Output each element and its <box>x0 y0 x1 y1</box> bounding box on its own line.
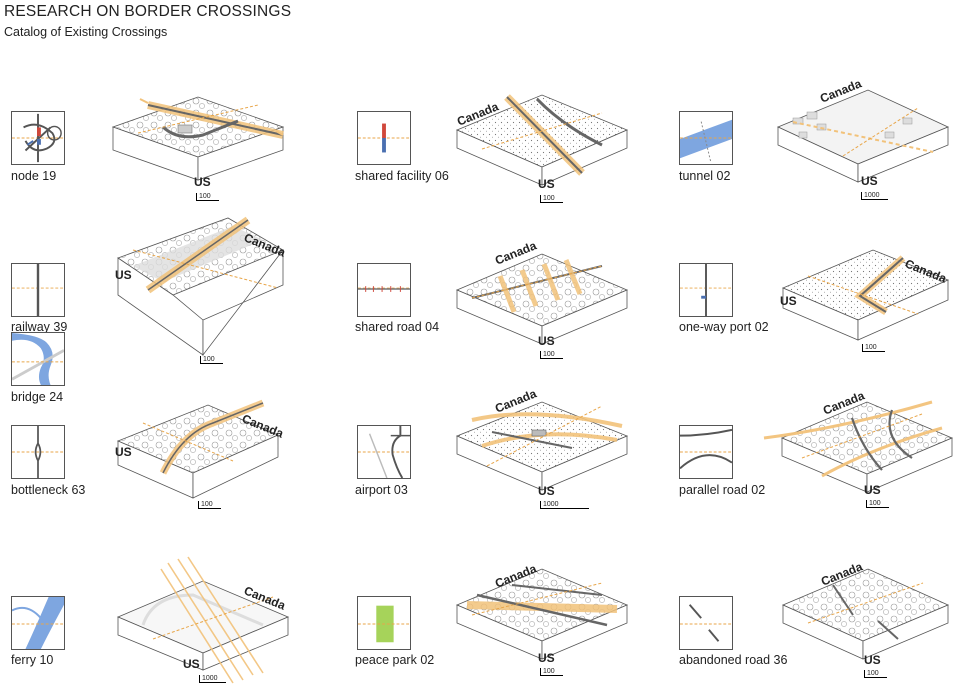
scale-bar: 100 <box>540 351 563 359</box>
us-label: US <box>538 177 555 191</box>
block-node-diagram <box>111 96 285 181</box>
scale-bar: 100 <box>540 668 563 676</box>
crossing-label-airport: airport 03 <box>355 483 408 497</box>
block-ferry-diagram <box>116 556 290 684</box>
scale-bar: 1000 <box>540 501 589 509</box>
shared-facility-icon <box>358 123 410 153</box>
block-peace-park: Canada US 100 <box>452 555 632 690</box>
scale-bar: 100 <box>866 500 889 508</box>
scale-bar: 1000 <box>861 192 888 200</box>
block-bottleneck-diagram <box>116 399 279 499</box>
us-label: US <box>864 653 881 667</box>
block-parallel-road: Canada US 100 <box>762 388 957 523</box>
railway-thumbnail <box>11 263 65 317</box>
block-one-way-port-diagram <box>781 249 950 341</box>
block-peace-park-diagram <box>455 568 629 660</box>
crossing-label-railway: railway 39 <box>11 320 68 334</box>
scale-bar: 100 <box>540 195 563 203</box>
crossing-label-parallel-road: parallel road 02 <box>679 483 766 497</box>
crossing-label-bridge: bridge 24 <box>11 390 64 404</box>
scale-bar: 100 <box>196 193 219 201</box>
node-icon <box>12 113 64 163</box>
crossing-label-shared-road: shared road 04 <box>355 320 440 334</box>
block-node: US 100 <box>108 85 288 220</box>
block-parallel-road-diagram <box>763 400 954 493</box>
scale-bar: 100 <box>200 356 223 364</box>
page-subtitle: Catalog of Existing Crossings <box>4 25 168 39</box>
shared-road-icon <box>358 286 410 292</box>
us-label: US <box>538 484 555 498</box>
block-bottleneck: Canada US 100 <box>113 393 288 523</box>
us-label: US <box>194 175 211 189</box>
airport-icon <box>358 426 410 478</box>
scale-bar: 100 <box>862 344 885 352</box>
us-label: US <box>538 651 555 665</box>
block-airport-diagram <box>455 401 629 491</box>
scale-bar: 100 <box>864 670 887 678</box>
us-label: US <box>864 483 881 497</box>
block-railway: Canada US 100 <box>113 210 293 375</box>
parallel-road-icon <box>680 428 732 470</box>
crossing-label-abandoned-road: abandoned road 36 <box>679 653 788 667</box>
block-ferry: Canada US 1000 <box>113 555 293 695</box>
us-label: US <box>115 445 132 459</box>
crossing-label-tunnel: tunnel 02 <box>679 169 731 183</box>
crossing-label-ferry: ferry 10 <box>11 653 54 667</box>
block-shared-road: Canada US 100 <box>452 238 632 365</box>
bridge-icon <box>12 333 64 385</box>
block-shared-facility-diagram <box>455 94 629 186</box>
crossing-label-bottleneck: bottleneck 63 <box>11 483 86 497</box>
page-title: RESEARCH ON BORDER CROSSINGS <box>4 3 292 20</box>
us-label: US <box>183 657 200 671</box>
parallel-road-thumbnail <box>679 425 733 479</box>
peace-park-thumbnail <box>357 596 411 650</box>
bottleneck-thumbnail <box>11 425 65 479</box>
one-way-port-thumbnail <box>679 263 733 317</box>
block-tunnel-diagram <box>777 89 949 183</box>
shared-facility-thumbnail <box>357 111 411 165</box>
crossing-label-one-way-port: one-way port 02 <box>679 320 769 334</box>
bridge-thumbnail <box>11 332 65 386</box>
us-label: US <box>115 268 132 282</box>
block-tunnel: Canada US 1000 <box>773 76 953 222</box>
us-label: US <box>861 174 878 188</box>
block-shared-facility: Canada US 100 <box>452 85 632 220</box>
node-thumbnail <box>11 111 65 165</box>
abandoned-road-icon <box>680 604 732 642</box>
block-airport: Canada US 1000 <box>452 386 632 521</box>
tunnel-thumbnail <box>679 111 733 165</box>
scale-bar: 1000 <box>199 675 226 683</box>
peace-park-icon <box>358 605 410 643</box>
block-railway-diagram <box>117 216 284 357</box>
railway-icon <box>12 264 64 316</box>
crossing-label-peace-park: peace park 02 <box>355 653 435 667</box>
one-way-port-icon <box>680 264 732 316</box>
block-shared-road-diagram <box>455 253 629 345</box>
us-label: US <box>538 334 555 348</box>
shared-road-thumbnail <box>357 263 411 317</box>
block-abandoned-road-diagram <box>782 568 949 660</box>
tunnel-icon <box>680 119 732 163</box>
airport-thumbnail <box>357 425 411 479</box>
us-label: US <box>780 294 797 308</box>
crossing-label-node: node 19 <box>11 169 57 183</box>
block-abandoned-road: Canada US 100 <box>778 555 953 690</box>
ferry-thumbnail <box>11 596 65 650</box>
bottleneck-icon <box>12 426 64 478</box>
ferry-icon <box>12 597 64 649</box>
crossing-label-shared-facility: shared facility 06 <box>355 169 449 183</box>
abandoned-road-thumbnail <box>679 596 733 650</box>
block-one-way-port: Canada US 100 <box>778 240 953 375</box>
scale-bar: 100 <box>198 501 221 509</box>
